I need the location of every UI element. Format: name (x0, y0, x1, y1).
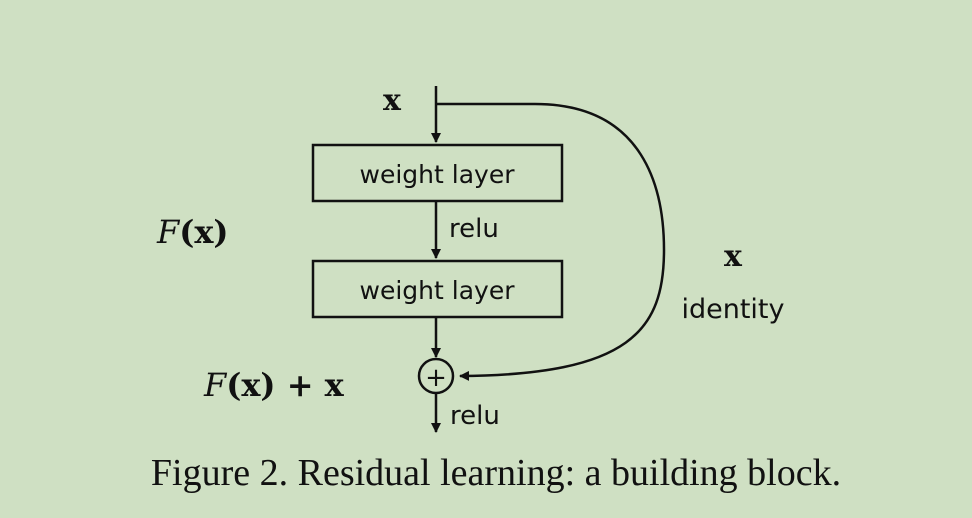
residual-function-label: F(x) (156, 213, 229, 251)
weight-layer-1-label: weight layer (360, 160, 516, 189)
weight-layer-2-box (311, 259, 564, 319)
sum-expression-label: F(x) + x (203, 366, 345, 404)
sum-plus-icon: + (425, 363, 447, 393)
input-x-label: x (383, 83, 402, 118)
shortcut-x-label: x (724, 239, 743, 274)
weight-layer-2-label: weight layer (360, 276, 516, 305)
weight-layer-1-box (311, 143, 564, 203)
identity-label: identity (681, 294, 784, 325)
figure-caption: Figure 2. Residual learning: a building … (151, 452, 841, 494)
relu-label-2: relu (450, 401, 500, 431)
identity-shortcut-path (436, 102, 666, 381)
relu-label-1: relu (449, 214, 499, 244)
